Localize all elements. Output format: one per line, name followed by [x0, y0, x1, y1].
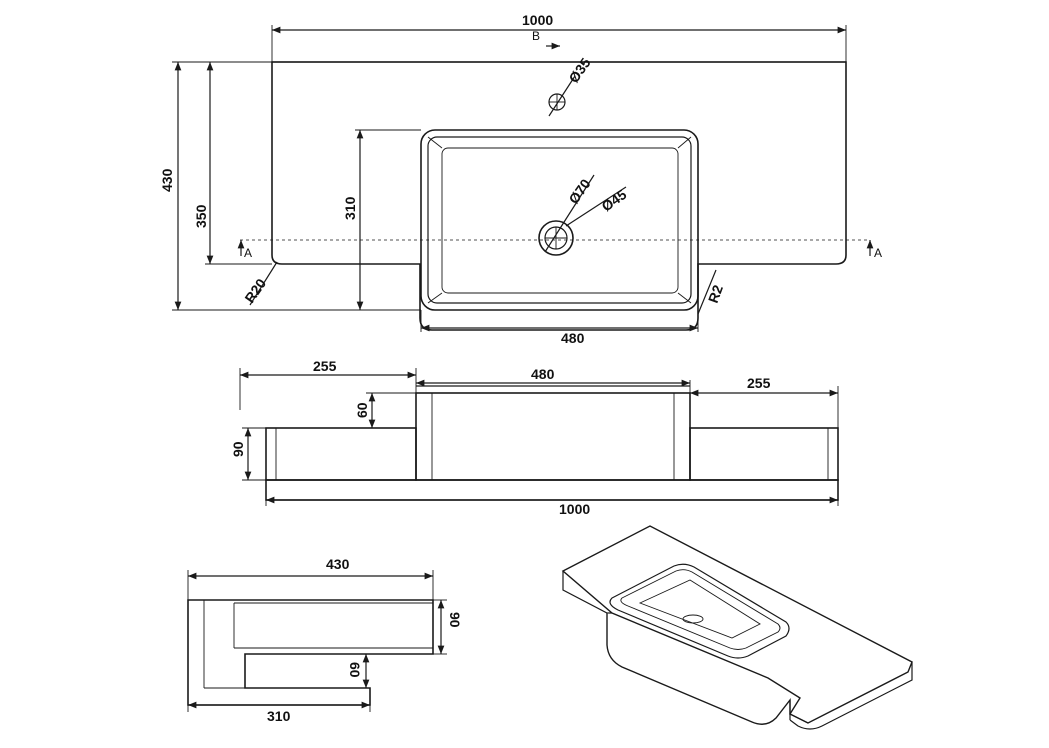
- front-right-block: [689, 427, 839, 481]
- waste-inner-label: Ø45: [599, 186, 630, 214]
- tap-hole: [548, 75, 576, 117]
- dim-front-bowl-step: 60: [354, 402, 370, 418]
- radius-inner-label: R2: [705, 283, 726, 305]
- dim-side-depth-total: 430: [326, 556, 350, 572]
- isometric-view: [561, 525, 913, 730]
- dim-side-step-lower: 60: [347, 662, 363, 678]
- dim-front-height: 90: [230, 441, 246, 457]
- side-outline: [187, 599, 434, 706]
- section-marker-b: B: [532, 29, 540, 43]
- waste-outer-label: Ø70: [565, 176, 593, 207]
- top-view: A A B Ø35 Ø70 Ø45 R20 R2: [159, 12, 882, 346]
- dim-top-bowl-depth: 310: [342, 196, 358, 220]
- front-view: 255 480 255 60 90 1000: [230, 358, 839, 517]
- dim-front-right-width: 255: [747, 375, 771, 391]
- iso-bowl-rim: [609, 563, 790, 659]
- section-marker-a-left: A: [244, 246, 252, 260]
- dim-top-depth-side: 350: [193, 204, 209, 228]
- dim-top-bowl-width: 480: [561, 330, 585, 346]
- dim-top-depth-total: 430: [159, 168, 175, 192]
- iso-bowl-front: [606, 613, 791, 725]
- front-base: [265, 479, 839, 501]
- front-left-block: [265, 427, 417, 481]
- section-marker-a-right: A: [874, 246, 882, 260]
- bowl-rim: [427, 136, 692, 304]
- front-bowl: [415, 392, 691, 481]
- dim-front-left-width: 255: [313, 358, 337, 374]
- dim-side-depth-lower: 310: [267, 708, 291, 724]
- dim-front-bowl-width: 480: [531, 366, 555, 382]
- tap-hole-label: Ø35: [565, 55, 593, 86]
- bowl-floor: [441, 147, 679, 294]
- waste-outlet: [538, 174, 627, 256]
- dim-side-height-right: 90: [447, 612, 463, 628]
- dim-top-width-total: 1000: [522, 12, 553, 28]
- dim-front-total-width: 1000: [559, 501, 590, 517]
- side-view: 430 90 60 310: [187, 556, 463, 724]
- bowl-outer: [420, 129, 699, 311]
